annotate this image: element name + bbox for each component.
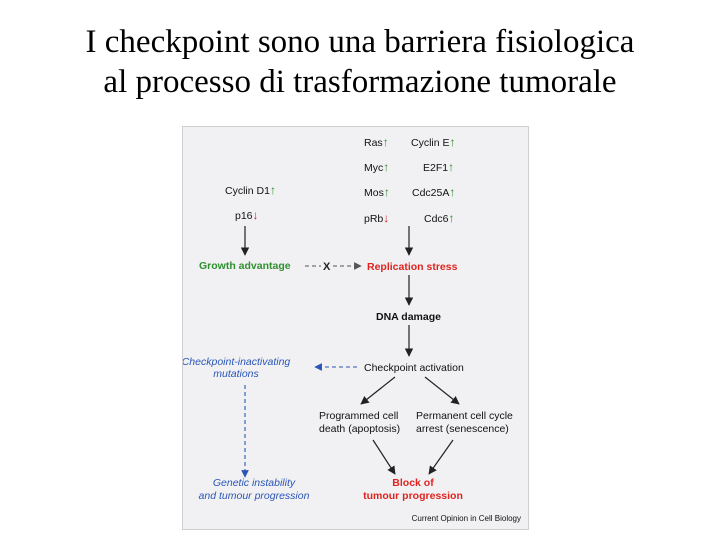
slide-title-line-2: al processo di trasformazione tumorale <box>103 64 617 100</box>
down-arrow-icon: ↓ <box>253 208 259 222</box>
checkpoint-inactivating-line-1: Checkpoint-inactivating <box>183 356 290 368</box>
p16-label: p16↓ <box>235 208 259 222</box>
oncogene-ras: Ras↑ <box>364 135 389 149</box>
up-arrow-icon: ↑ <box>383 135 389 149</box>
arrow-to-apoptosis <box>360 376 396 405</box>
checkpoint-activation-label: Checkpoint activation <box>364 362 464 374</box>
dna-damage-label: DNA damage <box>376 311 441 323</box>
oncogenes-left: Ras↑ Myc↑ Mos↑ pRb↓ <box>364 135 390 225</box>
cross-mark: X <box>323 261 331 273</box>
replication-stress-label: Replication stress <box>367 261 458 273</box>
oncogene-cdc25a: Cdc25A↑ <box>412 185 455 199</box>
arrow-senescence-to-block <box>428 439 454 475</box>
checkpoint-inactivating-line-2: mutations <box>213 368 259 380</box>
growth-advantage-label: Growth advantage <box>199 260 291 272</box>
diagram-canvas: Ras↑ Myc↑ Mos↑ pRb↓ Cyclin E↑ E2F1↑ Cdc2… <box>182 135 521 523</box>
arrow-apoptosis-to-block <box>372 439 396 475</box>
figure-credit: Current Opinion in Cell Biology <box>412 514 521 523</box>
genetic-instability-line-1: Genetic instability <box>213 477 296 489</box>
slide-title: I checkpoint sono una barriera fisiologi… <box>0 22 720 102</box>
arrow-to-senescence <box>424 376 460 405</box>
block-line-2: tumour progression <box>363 490 463 502</box>
down-arrow-icon: ↓ <box>383 211 389 225</box>
up-arrow-icon: ↑ <box>448 160 454 174</box>
up-arrow-icon: ↑ <box>449 211 455 225</box>
oncogene-cyclin-e: Cyclin E↑ <box>411 135 456 149</box>
genetic-instability-line-2: and tumour progression <box>199 490 310 502</box>
oncogenes-right: Cyclin E↑ E2F1↑ Cdc25A↑ Cdc6↑ <box>411 135 456 225</box>
up-arrow-icon: ↑ <box>383 160 389 174</box>
oncogene-e2f1: E2F1↑ <box>423 160 454 174</box>
cyclin-d1-label: Cyclin D1↑ <box>225 183 276 197</box>
senescence-line-2: arrest (senescence) <box>416 423 509 435</box>
oncogene-prb: pRb↓ <box>364 211 389 225</box>
oncogene-cdc6: Cdc6↑ <box>424 211 455 225</box>
up-arrow-icon: ↑ <box>449 185 455 199</box>
checkpoint-diagram: Ras↑ Myc↑ Mos↑ pRb↓ Cyclin E↑ E2F1↑ Cdc2… <box>182 126 529 530</box>
up-arrow-icon: ↑ <box>384 185 390 199</box>
block-line-1: Block of <box>392 477 434 489</box>
up-arrow-icon: ↑ <box>270 183 276 197</box>
slide-title-line-1: I checkpoint sono una barriera fisiologi… <box>85 24 635 60</box>
oncogene-mos: Mos↑ <box>364 185 390 199</box>
senescence-line-1: Permanent cell cycle <box>416 410 513 422</box>
apoptosis-line-1: Programmed cell <box>319 410 398 422</box>
up-arrow-icon: ↑ <box>450 135 456 149</box>
apoptosis-line-2: death (apoptosis) <box>319 423 400 435</box>
oncogene-myc: Myc↑ <box>364 160 389 174</box>
